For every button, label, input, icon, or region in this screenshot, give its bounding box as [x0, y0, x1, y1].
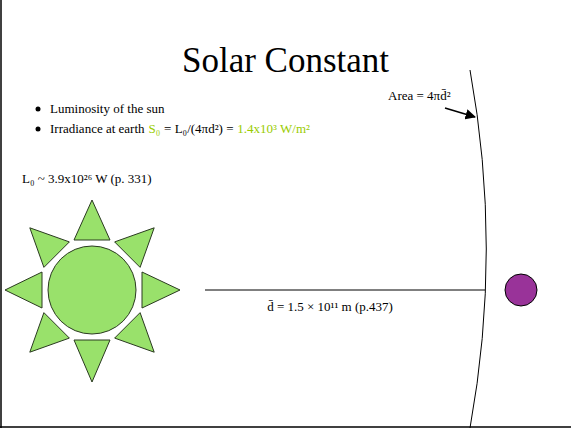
sun-symbol — [5, 200, 180, 382]
leader-arrow — [445, 108, 475, 117]
slide-border — [0, 426, 571, 428]
area-label: Area = 4πd̄² — [388, 88, 451, 103]
bullet-text: Luminosity of the sun — [50, 101, 164, 116]
bullet — [36, 127, 41, 132]
earth-symbol — [505, 274, 537, 306]
formula-text: = L₀/(4πd²) = — [164, 121, 233, 136]
value-text: 1.4x10³ W/m² — [237, 121, 310, 136]
symbol-text: S₀ — [148, 121, 160, 136]
luminosity-label: L₀ ~ 3.9x10²⁶ W (p. 331) — [22, 171, 152, 186]
sphere-arc — [470, 70, 486, 428]
bullet-line: Irradiance at earthS₀ = L₀/(4πd²) = 1.4x10… — [50, 121, 314, 136]
slide-title: Solar Constant — [0, 40, 571, 82]
distance-label: d̄ = 1.5 × 10¹¹ m (p.437) — [267, 299, 393, 314]
sun-disc — [48, 246, 136, 334]
sun-ray — [5, 272, 42, 308]
slide-border — [0, 0, 2, 428]
bullet-text: Irradiance at earth — [50, 121, 145, 136]
bullet — [36, 107, 41, 112]
sun-ray — [74, 340, 110, 382]
sun-ray — [142, 272, 180, 308]
sun-ray — [74, 200, 110, 240]
distance-line — [205, 290, 485, 291]
